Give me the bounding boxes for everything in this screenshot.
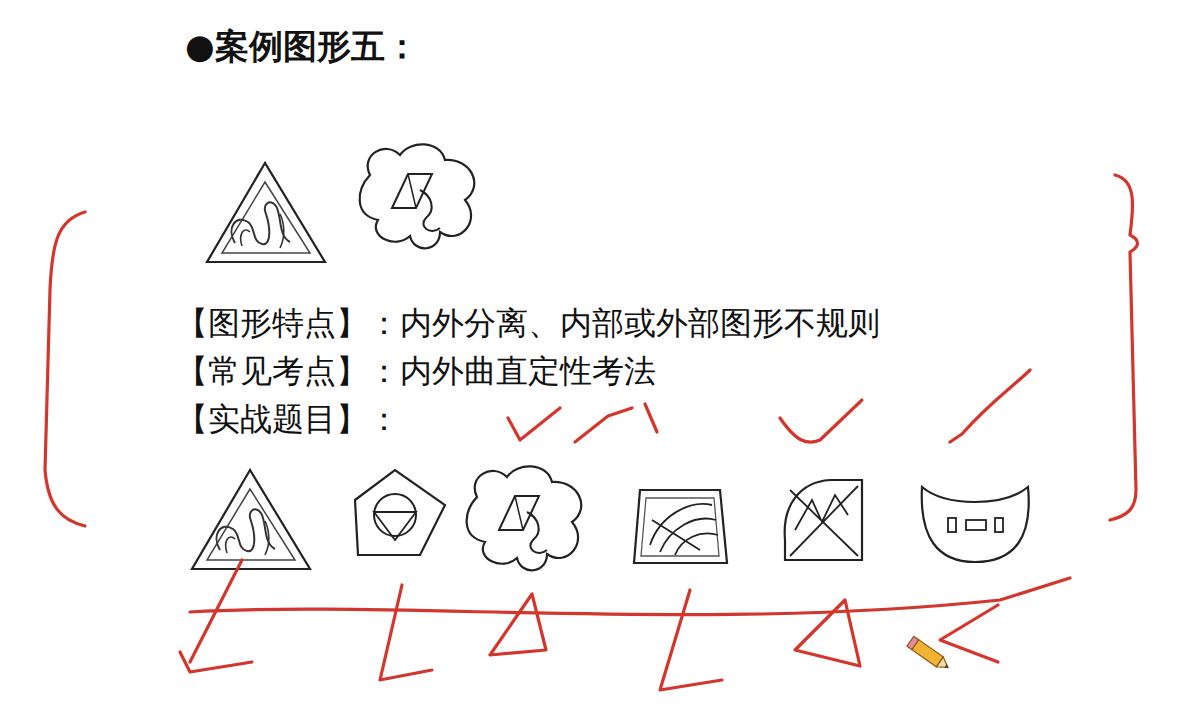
exercise-figures	[192, 466, 1029, 570]
feature-note: 【图形特点】：内外分离、内部或外部图形不规则	[176, 304, 880, 342]
feature-note: 【常见考点】：内外曲直定性考法	[176, 352, 656, 390]
red-annotations	[45, 175, 1138, 690]
page-heading: ●案例图形五：	[185, 26, 419, 67]
pencil-icon	[907, 636, 952, 672]
feature-note: 【实战题目】：	[176, 400, 400, 438]
example-figures	[207, 144, 474, 262]
